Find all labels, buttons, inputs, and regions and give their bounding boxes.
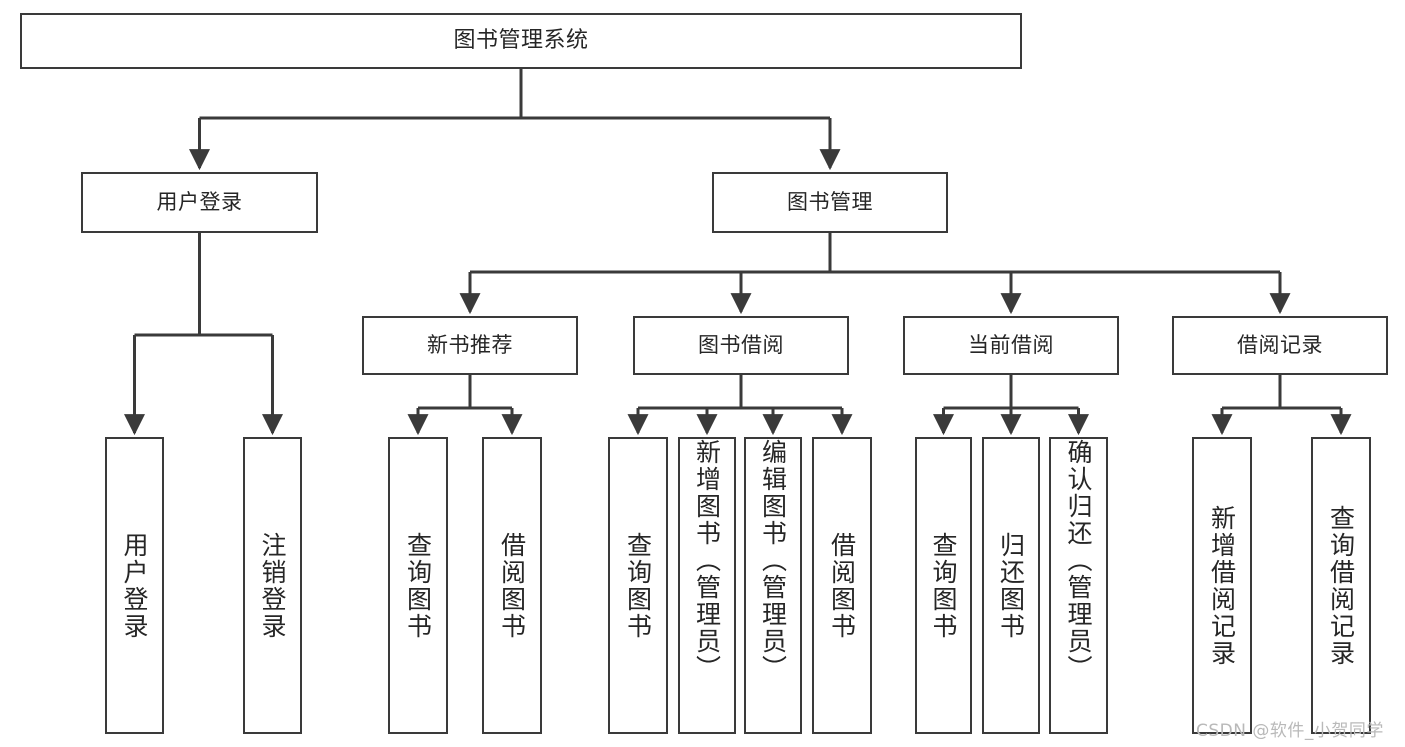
node-label: 当前借阅 xyxy=(968,333,1054,358)
node-leaf-query-book-1[interactable]: 查询图书 xyxy=(388,437,448,734)
node-book-borrow[interactable]: 图书借阅 xyxy=(633,316,849,375)
node-label: 确认归还（管理员） xyxy=(1064,439,1093,682)
node-label: 查询图书 xyxy=(403,531,433,640)
node-leaf-query-book-3[interactable]: 查询图书 xyxy=(915,437,972,734)
node-label: 用户登录 xyxy=(156,190,243,215)
node-label: 编辑图书（管理员） xyxy=(758,439,788,682)
node-leaf-add-record[interactable]: 新增借阅记录 xyxy=(1192,437,1252,734)
node-label: 查询借阅记录 xyxy=(1326,504,1356,667)
node-leaf-user-login[interactable]: 用户登录 xyxy=(105,437,164,734)
node-label: 图书管理 xyxy=(787,190,873,215)
node-label: 用户登录 xyxy=(120,531,149,640)
node-leaf-query-record[interactable]: 查询借阅记录 xyxy=(1311,437,1371,734)
node-label: 图书管理系统 xyxy=(453,28,589,54)
watermark-text: CSDN @软件_小贺同学 xyxy=(1196,721,1384,741)
node-borrow-record[interactable]: 借阅记录 xyxy=(1172,316,1388,375)
node-leaf-edit-book[interactable]: 编辑图书（管理员） xyxy=(744,437,802,734)
node-leaf-borrow-book-2[interactable]: 借阅图书 xyxy=(812,437,872,734)
node-leaf-confirm-return[interactable]: 确认归还（管理员） xyxy=(1049,437,1108,734)
node-label: 借阅图书 xyxy=(827,531,857,640)
node-label: 借阅图书 xyxy=(497,531,527,640)
node-label: 注销登录 xyxy=(258,531,287,640)
node-leaf-logout[interactable]: 注销登录 xyxy=(243,437,302,734)
node-leaf-borrow-book-1[interactable]: 借阅图书 xyxy=(482,437,542,734)
node-root[interactable]: 图书管理系统 xyxy=(20,13,1022,69)
node-user-login[interactable]: 用户登录 xyxy=(81,172,318,233)
node-leaf-query-book-2[interactable]: 查询图书 xyxy=(608,437,668,734)
node-new-book-recommend[interactable]: 新书推荐 xyxy=(362,316,578,375)
node-current-borrow[interactable]: 当前借阅 xyxy=(903,316,1119,375)
node-label: 借阅记录 xyxy=(1237,333,1323,358)
node-leaf-return-book[interactable]: 归还图书 xyxy=(982,437,1040,734)
node-label: 归还图书 xyxy=(996,531,1026,640)
node-label: 新增图书（管理员） xyxy=(692,439,722,682)
node-label: 图书借阅 xyxy=(698,333,784,358)
node-label: 查询图书 xyxy=(623,531,653,640)
node-label: 新增借阅记录 xyxy=(1207,504,1237,667)
node-leaf-add-book[interactable]: 新增图书（管理员） xyxy=(678,437,736,734)
node-book-manage[interactable]: 图书管理 xyxy=(712,172,948,233)
node-label: 新书推荐 xyxy=(427,333,513,358)
node-label: 查询图书 xyxy=(929,531,958,640)
